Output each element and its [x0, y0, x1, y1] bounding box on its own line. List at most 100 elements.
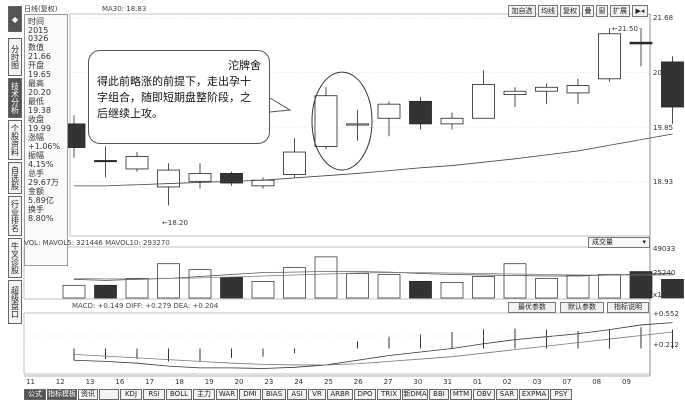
volume-bar — [314, 256, 338, 299]
info-value: 20.20 — [28, 88, 51, 97]
indicator-tab[interactable]: 资讯 — [78, 389, 98, 400]
volume-bar — [377, 274, 401, 299]
tab-industry[interactable]: 行业排名 — [8, 196, 22, 236]
candle-body — [535, 86, 558, 92]
volume-bar — [157, 263, 180, 299]
volume-header: VOL: MAVOL5: 321446 MAVOL10: 293270 — [24, 239, 170, 247]
ma-button[interactable]: 均线 — [538, 5, 558, 17]
volume-bar — [251, 281, 275, 299]
date-tick-label: 23 — [264, 378, 274, 386]
chevron-down-icon: ▾ — [642, 238, 646, 246]
indicator-tab[interactable]: VR — [308, 389, 326, 400]
left-tab-active[interactable]: ◆ — [8, 6, 22, 32]
macd-dea-line — [73, 331, 673, 366]
indicator-tab[interactable]: 公式 — [24, 389, 46, 400]
adjust-button[interactable]: 复权 — [560, 5, 580, 17]
volume-bar — [472, 276, 495, 299]
indicator-tab[interactable]: 指标模板 — [47, 389, 77, 400]
indicator-tab[interactable]: ASI — [287, 389, 307, 400]
volume-bar — [566, 275, 590, 299]
window-button[interactable]: 窗 — [596, 5, 608, 17]
volume-bar — [535, 278, 558, 299]
annotation-callout: 沱牌舍 得此前略涨的前提下，走出孕十字组合，随即短期盘整阶段，之后继续上攻。 — [88, 50, 270, 144]
pattern-highlight-ellipse — [311, 71, 373, 171]
indicator-tab[interactable]: KDJ — [120, 389, 142, 400]
period-label[interactable]: 日线(复权) — [24, 5, 58, 13]
indicator-tab[interactable]: MTM — [450, 389, 472, 400]
info-label: 换手 — [28, 205, 44, 214]
candle-body — [283, 151, 306, 175]
candle-body — [440, 117, 464, 125]
indicator-tab[interactable]: RSI — [143, 389, 165, 400]
date-tick-label: 01 — [473, 378, 482, 386]
macd-axis-label: +0.552 — [653, 310, 679, 318]
info-label: 最高 — [28, 79, 44, 88]
indicator-select-value: 成交量 — [592, 238, 613, 246]
info-value: 4.15% — [28, 160, 54, 169]
candle-body — [94, 160, 117, 163]
left-tab-marker: ◆ — [10, 14, 20, 24]
date-tick-label: 11 — [26, 378, 35, 386]
tab-timeshare[interactable]: 分时图 — [8, 38, 22, 76]
info-value: 19.38 — [28, 106, 51, 115]
expand-button[interactable]: 扩展 — [610, 5, 630, 17]
indicator-tab[interactable]: 主力 — [193, 389, 215, 400]
date-tick-label: 03 — [532, 378, 542, 386]
indicator-tab[interactable]: 新DMA — [402, 389, 428, 400]
indicator-tab[interactable]: SAR — [496, 389, 518, 400]
candle-body — [125, 156, 149, 170]
volume-axis-label: 49033 — [653, 245, 676, 253]
quote-info-panel: 时间 2015 0326 数值 21.66 开盘 19.65 最高 20.20 … — [24, 14, 68, 266]
indicator-tab[interactable]: WAR — [216, 389, 238, 400]
default-params-button[interactable]: 默认参数 — [560, 302, 604, 313]
add-watchlist-button[interactable]: 加自选 — [508, 5, 536, 17]
info-label: 振幅 — [28, 151, 44, 160]
date-tick-label: 25 — [324, 378, 333, 386]
indicator-tab[interactable]: BIAS — [262, 389, 286, 400]
tab-watchlist[interactable]: 自选股 — [8, 162, 22, 194]
volume-bar — [220, 277, 243, 299]
tab-profile[interactable]: 个股资料 — [8, 120, 22, 160]
indicator-tab[interactable]: DMI — [239, 389, 261, 400]
tab-technical[interactable]: 技术分析 — [8, 78, 22, 118]
volume-bar — [598, 274, 621, 299]
date-tick-label: 12 — [55, 378, 65, 386]
date-tick-label: 24 — [294, 378, 304, 386]
indicator-tab[interactable]: EXPMA — [519, 389, 549, 400]
tab-superorder[interactable]: 超级盘口 — [8, 280, 22, 324]
info-value: 19.99 — [28, 124, 51, 133]
info-value: 2015 — [28, 26, 49, 35]
callout-body: 得此前略涨的前提下，走出孕十字组合，随即短期盘整阶段，之后继续上攻。 — [97, 75, 251, 120]
date-tick-label: 16 — [115, 378, 125, 386]
indicator-tab[interactable]: OBV — [473, 389, 495, 400]
indicator-tab[interactable]: BBI — [429, 389, 449, 400]
indicator-tab[interactable]: TRIX — [377, 389, 401, 400]
candle-body — [346, 123, 369, 126]
price-axis-label: 19.85 — [653, 124, 674, 132]
info-value: 0326 — [28, 34, 49, 43]
indicator-tab[interactable]: PSY — [550, 389, 572, 400]
indicator-tab[interactable]: ARBR — [327, 389, 353, 400]
info-label: 时间 — [28, 17, 44, 26]
nav-arrow-icon[interactable]: ▶◂ — [632, 5, 648, 17]
indicator-tab[interactable]: DPO — [354, 389, 376, 400]
indicator-tab[interactable] — [99, 389, 119, 400]
tab-diagnose[interactable]: 牛叉诊股 — [8, 238, 22, 278]
candle-body — [566, 85, 590, 94]
date-tick-label: 19 — [204, 378, 214, 386]
callout-title: 沱牌舍 — [228, 59, 261, 72]
candle-body — [472, 84, 495, 119]
date-tick-label: 09 — [622, 378, 631, 386]
volume-bar — [62, 284, 86, 299]
indicator-help-button[interactable]: 指标说明 — [607, 302, 649, 313]
overlay-button[interactable]: 叠 — [582, 5, 594, 17]
optimal-params-button[interactable]: 最优参数 — [508, 302, 556, 313]
info-value: 29.67万 — [28, 178, 59, 187]
indicator-tab[interactable]: BOLL — [166, 389, 192, 400]
info-value: +1.06% — [28, 142, 61, 151]
price-low-label: ←18.20 — [162, 219, 188, 227]
price-axis-label: 18.93 — [653, 178, 674, 186]
indicator-select[interactable]: 成交量 ▾ — [588, 237, 650, 248]
volume-bar — [440, 281, 464, 299]
